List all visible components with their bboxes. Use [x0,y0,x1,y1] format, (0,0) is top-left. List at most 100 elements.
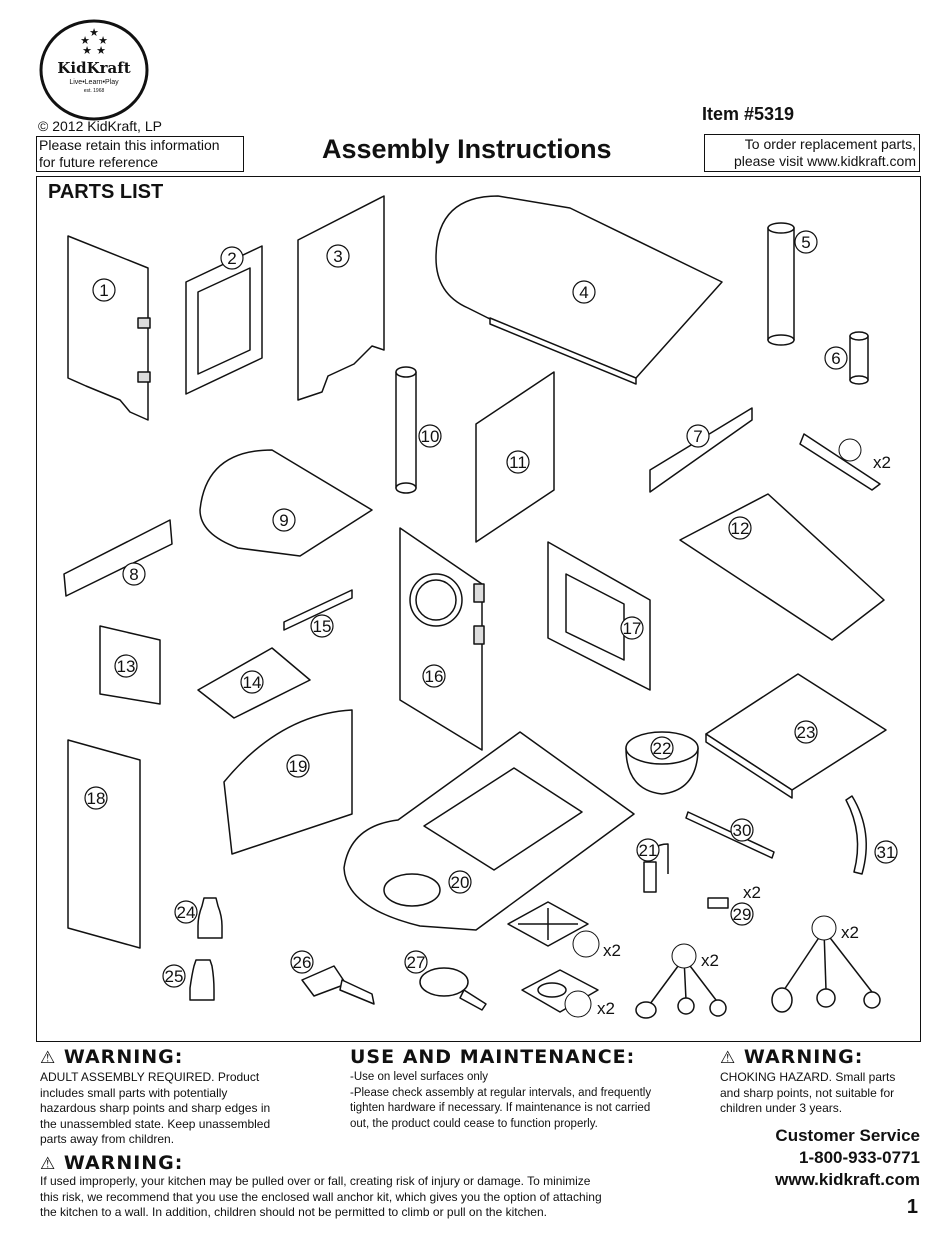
svg-text:KidKraft: KidKraft [57,59,130,77]
part-19-panel [223,709,353,855]
svg-text:est. 1968: est. 1968 [84,88,105,94]
quantity-multiplier: x2 [701,951,719,970]
part-label-13: 13 [117,657,136,676]
retain-notice: Please retain this information for futur… [36,136,244,172]
part-27-pan [419,967,487,1011]
part-callout-circle [620,616,644,640]
customer-service-label: Customer Service [775,1126,920,1145]
part-label-17: 17 [623,619,642,638]
part-label-16: 16 [425,667,444,686]
page-number: 1 [906,1196,918,1218]
page-title: Assembly Instructions [322,134,612,164]
part-callout-circle [326,244,350,268]
parts-list-frame [36,176,921,1042]
part-label-29: 29 [733,905,752,924]
svg-text:Live•Learn•Play: Live•Learn•Play [69,79,119,86]
part-17-door [547,541,651,691]
part-label-3: 3 [333,247,342,266]
maintenance-title: USE AND MAINTENANCE: [350,1046,636,1068]
part-2-window-panel [185,245,263,395]
customer-service-phone: 1-800-933-0771 [799,1148,920,1167]
part-8-rail [63,519,173,597]
part-31-handle [845,795,867,875]
maintenance-text: -Use on level surfaces only -Please chec… [350,1071,652,1130]
order-line-2: please visit www.kidkraft.com [733,153,916,169]
part-callout-circle [92,278,116,302]
part-18-panel [67,739,141,949]
part-label-21: 21 [639,841,658,860]
part-label-26: 26 [293,953,312,972]
part-15-bar [283,589,353,631]
part-label-14: 14 [243,673,262,692]
part-callout-circle [874,840,898,864]
part-callout-circle [650,736,674,760]
svg-text:★: ★ [96,44,106,57]
part-9-shelf [199,449,373,557]
part-callout-circle [174,900,198,924]
part-callout-circle [272,508,296,532]
part-callout-circle [286,754,310,778]
part-label-8: 8 [129,565,138,584]
part-label-2: 2 [227,249,236,268]
part-26-spatula [301,965,375,1005]
part-7-rail [649,407,753,493]
part-callout-circle [506,450,530,474]
retain-line-1: Please retain this information [39,137,220,153]
part-callout-circle [824,346,848,370]
part-callout-circle [794,230,818,254]
part-callout-circle [240,670,264,694]
part-callout-circle [728,516,752,540]
quantity-multiplier: x2 [743,883,761,902]
part-label-6: 6 [831,349,840,368]
part-label-24: 24 [177,903,196,922]
part-label-27: 27 [407,953,426,972]
part-29-knob [707,897,729,909]
part-callout-circle [730,818,754,842]
part-label-10: 10 [421,427,440,446]
item-number: Item #5319 [702,104,795,124]
part-burner-plate [521,969,599,1013]
svg-text:★: ★ [80,34,90,47]
part-12-board [679,493,885,641]
part-callout-circle [730,902,754,926]
warning-bottom-text: If used improperly, your kitchen may be … [40,1174,602,1219]
part-label-15: 15 [313,617,332,636]
part-callout-circle [122,562,146,586]
order-line-1: To order replacement parts, [744,136,916,152]
part-callout-circle [162,964,186,988]
warning-left-title: ⚠ WARNING: [40,1046,184,1068]
part-label-18: 18 [87,789,106,808]
part-callout-circle [114,654,138,678]
part-24-bottle [197,897,223,939]
customer-service: Customer Service 1-800-933-0771 www.kidk… [775,1125,920,1191]
part-20-countertop [343,731,635,931]
part-label-19: 19 [289,757,308,776]
quantity-multiplier: x2 [873,453,891,472]
part-label-11: 11 [509,453,527,472]
warning-triangle-icon: ⚠ [720,1048,737,1068]
part-label-7: 7 [693,427,702,446]
copyright-text: © 2012 KidKraft, LP [38,118,162,134]
part-1-side-panel [67,235,151,421]
part-knob-set-b [771,929,881,1013]
part-6-knob [849,331,869,385]
warning-triangle-icon: ⚠ [40,1154,57,1174]
part-30-handle [685,811,775,859]
part-callout-circle [310,614,334,638]
part-burner-grate [507,901,589,947]
part-10-post [395,366,417,494]
part-label-1: 1 [99,281,108,300]
part-hardware-strip [799,433,881,491]
part-label-12: 12 [731,519,750,538]
warning-left-text: ADULT ASSEMBLY REQUIRED. Product include… [40,1070,271,1146]
ball-callout-icon [564,438,862,1018]
part-label-23: 23 [797,723,816,742]
part-callout-circle [686,424,710,448]
svg-text:★: ★ [82,44,92,57]
part-label-30: 30 [733,821,752,840]
svg-text:★: ★ [89,26,99,39]
part-label-9: 9 [279,511,288,530]
part-5-post [767,222,795,346]
warning-right-text: CHOKING HAZARD. Small parts and sharp po… [720,1070,896,1115]
